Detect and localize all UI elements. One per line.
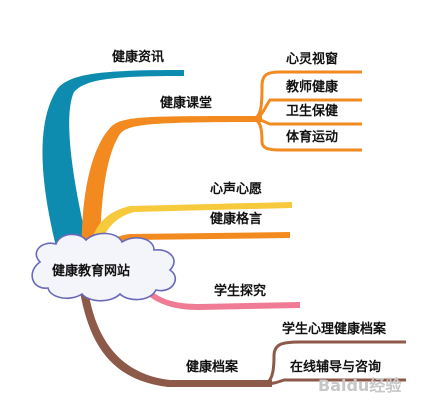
sub-course-sports-line — [251, 117, 362, 152]
sub-archive-consult-line — [261, 378, 406, 386]
branch-news-label: 健康资讯 — [112, 50, 165, 65]
sub-archive-consult-label: 在线辅导与咨询 — [290, 360, 382, 375]
sub-course-window-label: 心灵视窗 — [286, 52, 339, 67]
branch-archive-label: 健康档案 — [186, 360, 239, 375]
sub-archive-profile-label: 学生心理健康档案 — [282, 322, 387, 337]
sub-course-teacher-label: 教师健康 — [286, 80, 339, 95]
branch-voice-line — [88, 202, 292, 262]
sub-course-window-line — [251, 70, 362, 121]
branch-motto-line — [96, 232, 290, 266]
center-label: 健康教育网站 — [52, 264, 131, 279]
branch-explore-label: 学生探究 — [214, 284, 267, 299]
branch-motto-label: 健康格言 — [210, 212, 263, 227]
watermark: Baidu经验 — [318, 376, 402, 395]
branch-voice-label: 心声心愿 — [210, 182, 263, 197]
sub-course-hygiene-label: 卫生保健 — [286, 104, 339, 119]
sub-course-sports-label: 体育运动 — [286, 130, 339, 145]
branch-explore-line — [146, 290, 300, 310]
branch-news-line — [42, 70, 184, 262]
center-cloud — [31, 232, 176, 302]
branch-course-label: 健康课堂 — [160, 96, 213, 111]
sub-archive-profile-line — [261, 340, 406, 386]
